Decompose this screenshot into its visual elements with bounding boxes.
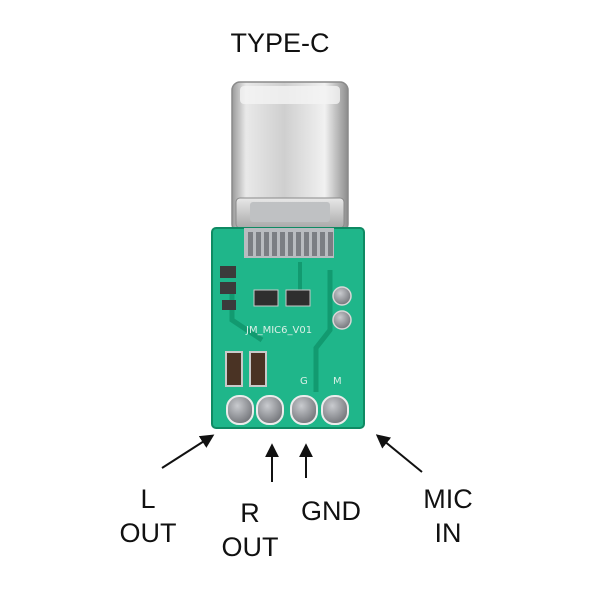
solder-pads <box>226 395 349 425</box>
label-mic-in: MIC IN <box>410 482 486 550</box>
label-l-out-line2: OUT <box>119 518 177 548</box>
label-r-out: R OUT <box>212 496 288 564</box>
label-r-out-line1: R <box>240 498 260 528</box>
label-l-out-line1: L <box>140 484 156 514</box>
pin-mark-mic: M <box>333 376 342 387</box>
pad-l-out <box>226 395 254 425</box>
arrow-mic-in <box>375 434 423 473</box>
label-l-out: L OUT <box>110 482 186 550</box>
pointer-arrows <box>161 434 423 482</box>
pad-mic-in <box>321 395 349 425</box>
connector-pins <box>244 228 334 258</box>
board-silkscreen: JM_MIC6_V01 <box>245 325 312 336</box>
title-type-c: TYPE-C <box>230 28 330 58</box>
label-r-out-line2: OUT <box>221 532 279 562</box>
label-mic-in-line2: IN <box>434 518 462 548</box>
label-gnd-line1: GND <box>301 496 361 526</box>
label-mic-in-line1: MIC <box>423 484 473 514</box>
pin-mark-gnd: G <box>300 376 308 387</box>
pad-r-out <box>256 395 284 425</box>
pad-gnd <box>290 395 318 425</box>
test-vias <box>332 286 352 330</box>
arrow-l-out <box>161 434 215 469</box>
usb-c-connector <box>231 81 349 233</box>
smd-components <box>220 266 311 387</box>
label-gnd: GND <box>286 494 376 528</box>
